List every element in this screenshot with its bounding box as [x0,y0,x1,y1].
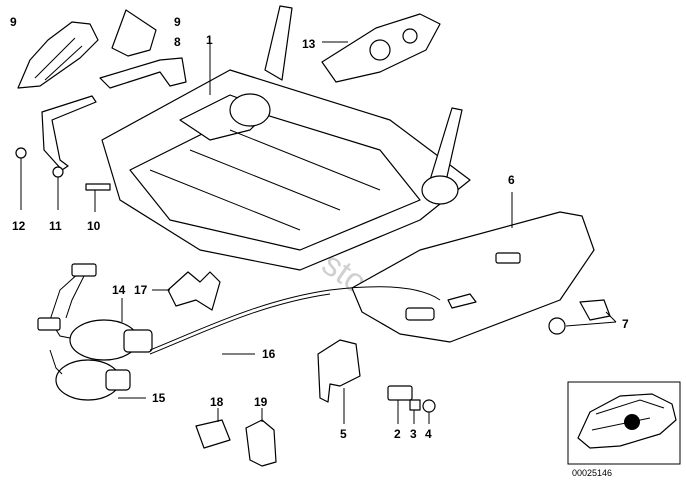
part-16-cable [149,286,441,355]
callout-18: 18 [210,395,224,409]
callout-8: 8 [174,35,181,49]
part-15-motor [49,349,146,401]
callout-9-right: 9 [174,15,181,29]
callout-10: 10 [87,219,101,233]
side-trim-strip [41,95,97,171]
callout-14: 14 [112,283,126,297]
callout-17: 17 [134,283,148,297]
callout-7: 7 [622,317,629,331]
callout-6: 6 [508,173,515,187]
callout-4: 4 [425,427,432,441]
callout-9-left: 9 [10,15,17,29]
part-3-plug [409,399,421,424]
part-19-clip [245,408,277,467]
callout-12: 12 [12,219,26,233]
callout-11: 11 [49,219,62,233]
part-11-screw [52,166,64,210]
part-6-side-panel [351,192,595,343]
part-9-trim-cover [17,21,99,89]
callout-5: 5 [340,427,347,441]
part-7-switch [548,299,617,335]
vehicle-thumbnail: 00025146 [567,381,681,478]
part-4-cap [422,399,436,424]
part-12-screw [15,147,27,210]
callout-3: 3 [410,427,417,441]
part-2-connector [387,385,413,424]
part-14-motor [37,263,153,361]
part-1-seat-frame [101,5,471,271]
callout-15: 15 [152,391,166,405]
part-8-bracket [99,57,187,89]
part-17-bracket [152,271,221,311]
callout-13: 13 [302,37,316,51]
location-marker [624,414,640,430]
callout-19: 19 [254,395,268,409]
part-10-bolt [85,183,111,212]
callout-1: 1 [206,33,213,47]
part-9-small-cover [111,9,157,57]
part-13-recliner [321,13,441,83]
part-5-clip [317,339,361,424]
callout-16: 16 [262,347,276,361]
callout-2: 2 [394,427,401,441]
part-18-block [195,408,231,449]
reference-number: 00025146 [572,468,612,478]
